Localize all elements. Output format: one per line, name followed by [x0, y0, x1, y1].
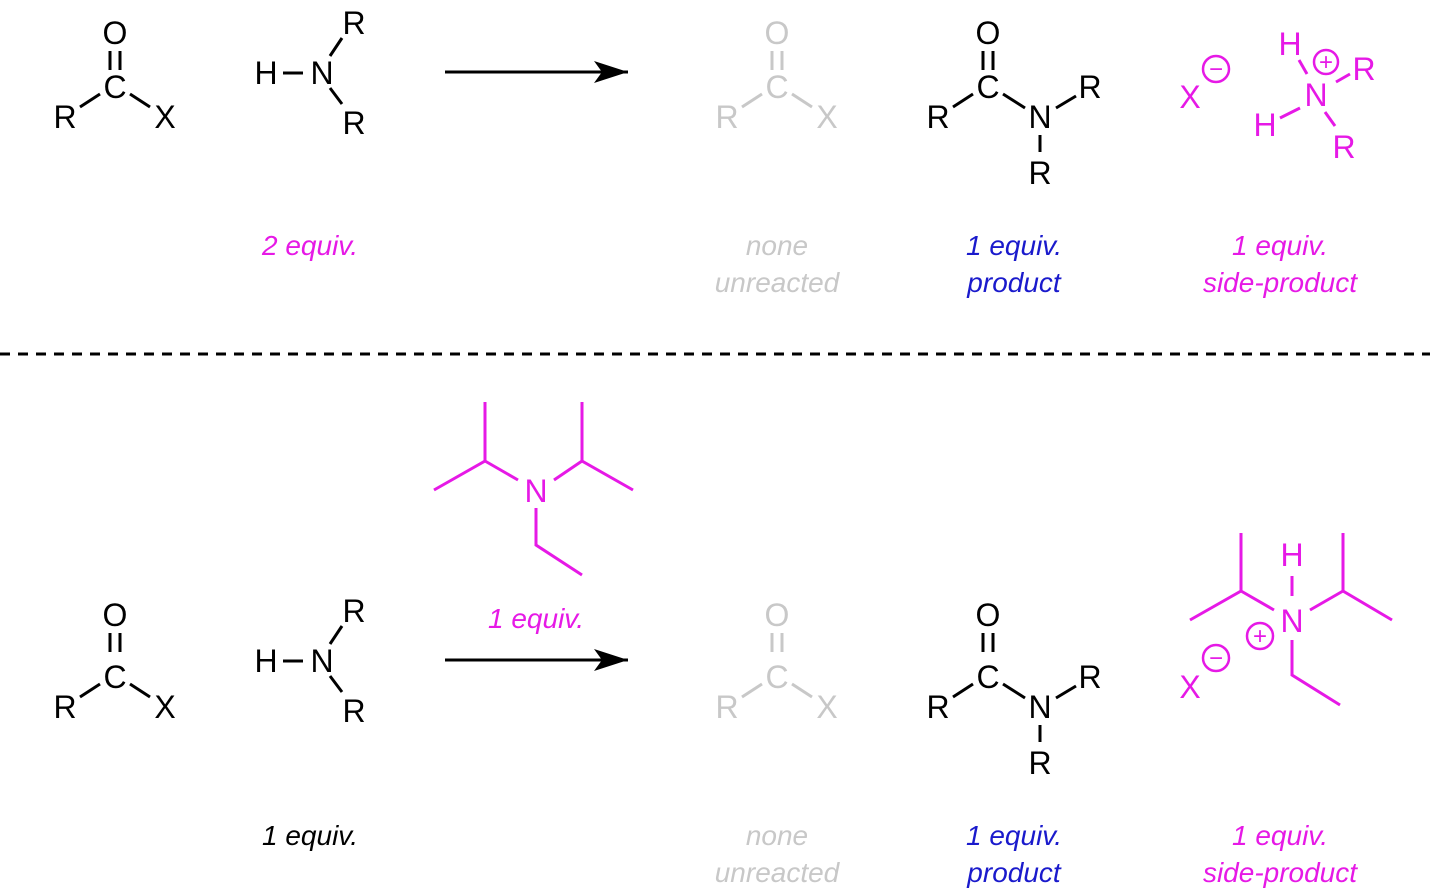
hydrogen-atom: H [1253, 107, 1276, 143]
r-group-label: R [342, 105, 365, 141]
leaving-group-label: X [816, 99, 837, 135]
amide-product-top: O C R N R R [926, 15, 1101, 191]
carbon-atom: C [765, 659, 788, 695]
acyl-compound-reactant-bottom: O C R X [53, 597, 175, 725]
r-group-label: R [1078, 659, 1101, 695]
product-amount-label: 1 equiv. [966, 820, 1062, 851]
carbon-atom: C [765, 69, 788, 105]
dipea-base: N [433, 402, 634, 577]
unreacted-amount-label: none [746, 230, 808, 261]
leaving-group-label: X [154, 689, 175, 725]
r-group-label: R [926, 99, 949, 135]
nitrogen-atom: N [1280, 603, 1303, 639]
nitrogen-atom: N [524, 473, 547, 509]
carbon-atom: C [976, 659, 999, 695]
hydrogen-atom: H [254, 643, 277, 679]
negative-charge-icon [1201, 643, 1231, 673]
top-scheme: O C R X H N R R 2 equiv. O C [53, 5, 1375, 298]
counter-anion-label: X [1179, 79, 1200, 115]
unreacted-acyl-compound-top: O C R X [715, 15, 837, 135]
secondary-amine-bottom: H N R R [254, 593, 365, 729]
oxygen-atom: O [765, 597, 790, 633]
r-group-label: R [715, 689, 738, 725]
side-product-role-label: side-product [1203, 857, 1358, 888]
amide-product-bottom: O C R N R R [926, 597, 1101, 781]
oxygen-atom: O [976, 597, 1001, 633]
r-group-label: R [1352, 51, 1375, 87]
leaving-group-label: X [154, 99, 175, 135]
hydrogen-atom: H [1278, 26, 1301, 62]
r-group-label: R [926, 689, 949, 725]
nitrogen-atom: N [1304, 77, 1327, 113]
product-role-label: product [966, 857, 1062, 888]
oxygen-atom: O [103, 15, 128, 51]
r-group-label: R [1028, 155, 1051, 191]
r-group-label: R [1078, 69, 1101, 105]
r-group-label: R [342, 693, 365, 729]
oxygen-atom: O [976, 15, 1001, 51]
unreacted-role-label: unreacted [715, 267, 841, 298]
amine-amount-label: 2 equiv. [261, 230, 358, 261]
oxygen-atom: O [765, 15, 790, 51]
secondary-amine-top: H N R R [254, 5, 365, 141]
positive-charge-icon [1312, 48, 1340, 76]
amine-amount-label: 1 equiv. [262, 820, 358, 851]
r-group-label: R [1028, 745, 1051, 781]
positive-charge-icon [1245, 621, 1275, 651]
r-group-label: R [342, 5, 365, 41]
r-group-label: R [1332, 129, 1355, 165]
side-product-amount-label: 1 equiv. [1232, 230, 1328, 261]
minus-sign: − [1209, 645, 1223, 672]
dipea-salt-side-product-bottom: X − + H N [1179, 533, 1393, 707]
base-amount-label: 1 equiv. [488, 603, 584, 634]
product-role-label: product [966, 267, 1062, 298]
unreacted-amount-label: none [746, 820, 808, 851]
side-product-amount-label: 1 equiv. [1232, 820, 1328, 851]
r-group-label: R [53, 99, 76, 135]
side-product-role-label: side-product [1203, 267, 1358, 298]
bottom-scheme: O C R X H N R R 1 equiv. N [53, 402, 1393, 888]
plus-sign: + [1253, 623, 1267, 650]
nitrogen-atom: N [310, 643, 333, 679]
nitrogen-atom: N [310, 55, 333, 91]
hydrogen-atom: H [254, 55, 277, 91]
carbon-atom: C [103, 659, 126, 695]
unreacted-acyl-compound-bottom: O C R X [715, 597, 837, 725]
unreacted-role-label: unreacted [715, 857, 841, 888]
carbon-atom: C [976, 69, 999, 105]
leaving-group-label: X [816, 689, 837, 725]
counter-anion-label: X [1179, 669, 1200, 705]
r-group-label: R [342, 593, 365, 629]
hydrogen-atom: H [1280, 537, 1303, 573]
r-group-label: R [715, 99, 738, 135]
minus-sign: − [1209, 56, 1223, 83]
nitrogen-atom: N [1028, 689, 1051, 725]
nitrogen-atom: N [1028, 99, 1051, 135]
ammonium-salt-side-product-top: X − H H N + R R [1179, 26, 1375, 165]
acyl-compound-reactant-top: O C R X [53, 15, 175, 135]
oxygen-atom: O [103, 597, 128, 633]
product-amount-label: 1 equiv. [966, 230, 1062, 261]
r-group-label: R [53, 689, 76, 725]
negative-charge-icon [1201, 54, 1231, 84]
carbon-atom: C [103, 69, 126, 105]
plus-sign: + [1319, 49, 1333, 76]
